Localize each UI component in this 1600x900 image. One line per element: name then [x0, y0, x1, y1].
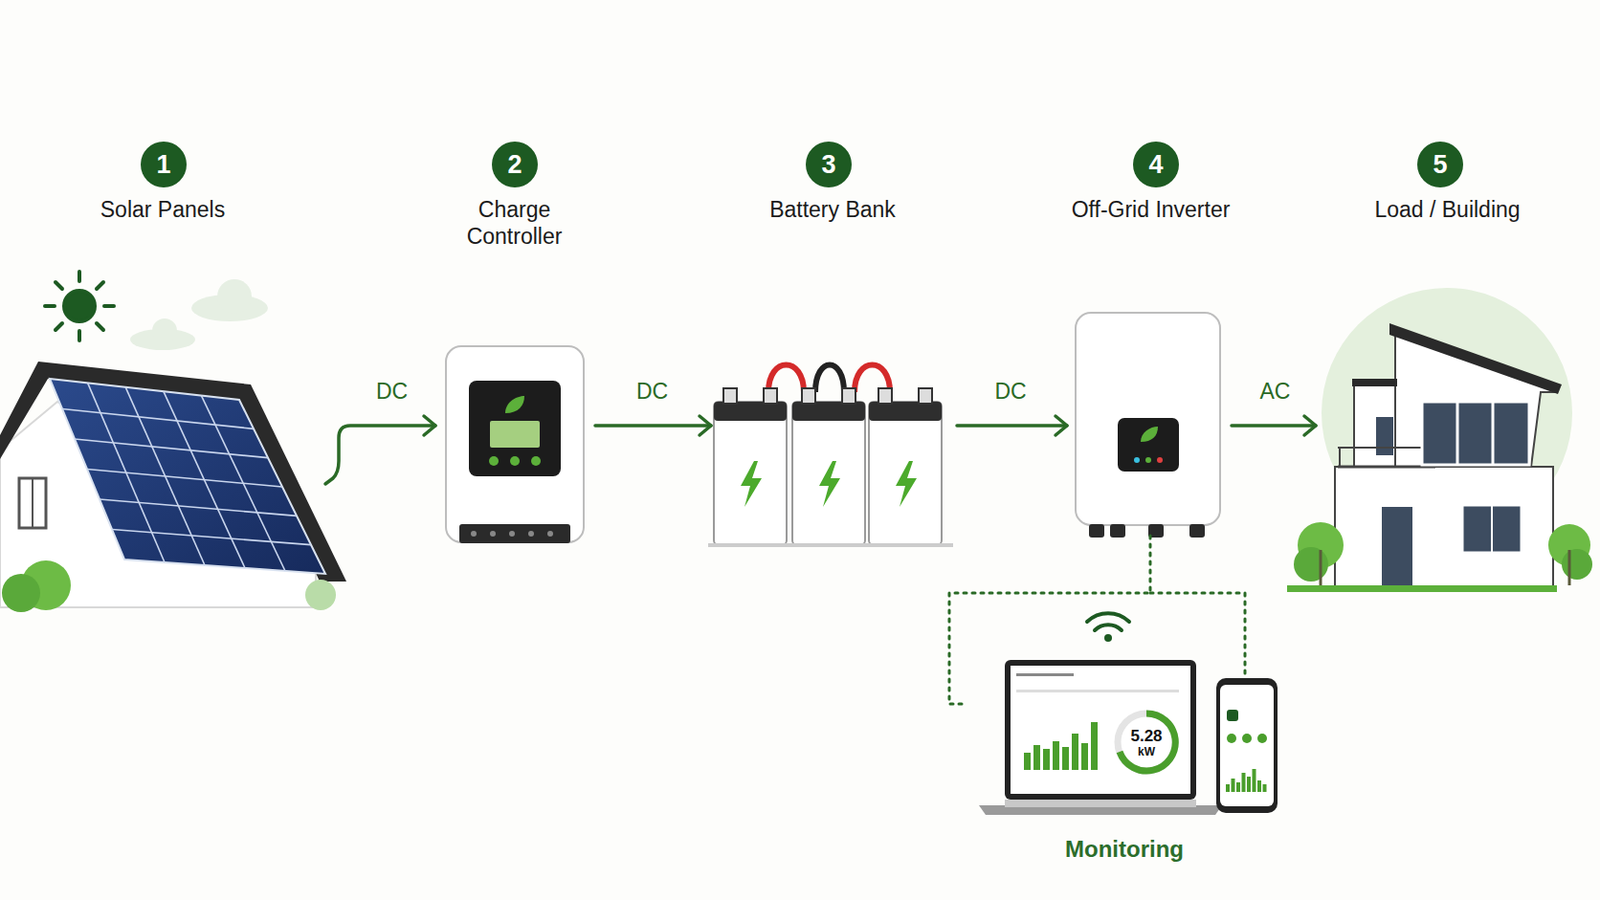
arrowhead [1304, 416, 1316, 436]
monitoring-group: Monitoring [966, 660, 1283, 864]
power-flow-arrow [1231, 423, 1316, 428]
component-node: Charge Controller [435, 196, 594, 551]
inverter-device [1075, 312, 1221, 538]
power-flow-arrow [956, 423, 1067, 428]
component-node: Off-Grid Inverter [1066, 196, 1235, 536]
clouds [130, 279, 268, 351]
arrowhead [1055, 416, 1067, 436]
current-type-label: DC [633, 378, 671, 405]
group-label: Monitoring [966, 836, 1283, 864]
building [1287, 288, 1593, 593]
current-type-label: DC [991, 378, 1029, 405]
component-title: Battery Bank [711, 196, 955, 223]
callout-number: 1 [140, 141, 187, 188]
charge-controller-device [445, 346, 584, 544]
component-title: Off-Grid Inverter [1066, 196, 1235, 223]
component-title: Solar Panels [14, 196, 312, 223]
power-flow-arrow [595, 423, 712, 428]
component-node: Battery Bank [711, 196, 955, 551]
callout-number: 4 [1133, 141, 1179, 188]
component-title: Charge Controller [430, 196, 599, 250]
battery-bank-cells [708, 365, 954, 549]
current-type-label: AC [1257, 378, 1294, 405]
gauge-reading: 5.28 [1130, 727, 1162, 746]
current-type-label: DC [373, 378, 411, 405]
power-flow-arrow [325, 425, 436, 485]
data-link [949, 535, 1151, 705]
callout-number: 5 [1417, 141, 1464, 188]
component-node: Load / Building [1315, 196, 1579, 599]
callout-number: 3 [805, 141, 852, 188]
arrowhead [699, 416, 712, 436]
callout-number: 2 [491, 141, 538, 188]
sun-icon [44, 271, 114, 341]
component-title: Load / Building [1315, 196, 1579, 223]
arrowhead [423, 416, 436, 436]
monitoring-devices [978, 593, 1278, 816]
component-node: Solar Panels [14, 196, 326, 613]
rooftop-house [0, 361, 347, 613]
gauge-reading: kW [1137, 745, 1156, 759]
